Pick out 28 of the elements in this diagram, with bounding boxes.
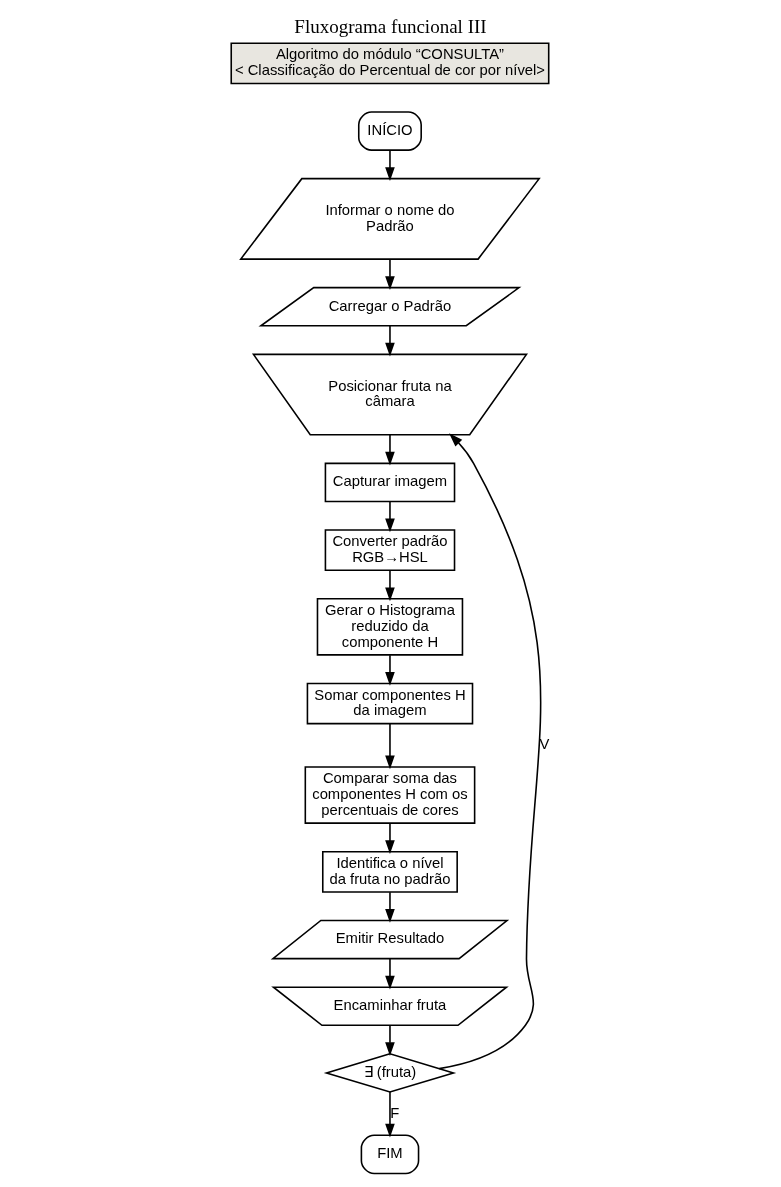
arrow (385, 325, 395, 357)
label: Algoritmo do módulo “CONSULTA” (275, 46, 504, 63)
edge-label: F (390, 1104, 400, 1121)
node-box: Somar componentes H da imagem (306, 682, 474, 725)
arrow (385, 958, 395, 990)
diagram-title: Fluxograma funcional III (294, 16, 487, 38)
node-box: INÍCIO (357, 111, 422, 151)
arrow (438, 433, 542, 1070)
node-box: FIM (360, 1134, 420, 1175)
arrow (385, 1024, 395, 1057)
arrow (385, 500, 395, 533)
arrow (385, 149, 395, 181)
node-diamond: ∃ (fruta) (323, 1053, 457, 1093)
node-box: Gerar o Histograma reduzido da componente H (316, 598, 464, 656)
arrow (385, 569, 395, 602)
arrow (385, 723, 395, 770)
arrow (385, 654, 395, 686)
node-box: Converter padrão RGB→HSL (324, 529, 456, 571)
arrow (385, 258, 395, 290)
arrow (385, 891, 395, 923)
arrow (385, 1091, 395, 1138)
label: < Classificação do Percentual de cor por nível> (234, 62, 546, 79)
arrow (385, 434, 395, 466)
node-box: Identifica o nível da fruta no padrão (321, 850, 458, 893)
node-box: Capturar imagem (324, 462, 456, 503)
arrow (385, 822, 395, 854)
node-box: Comparar soma das componentes H com os percentuais de cores (304, 766, 476, 824)
edge-label: V (539, 736, 550, 753)
